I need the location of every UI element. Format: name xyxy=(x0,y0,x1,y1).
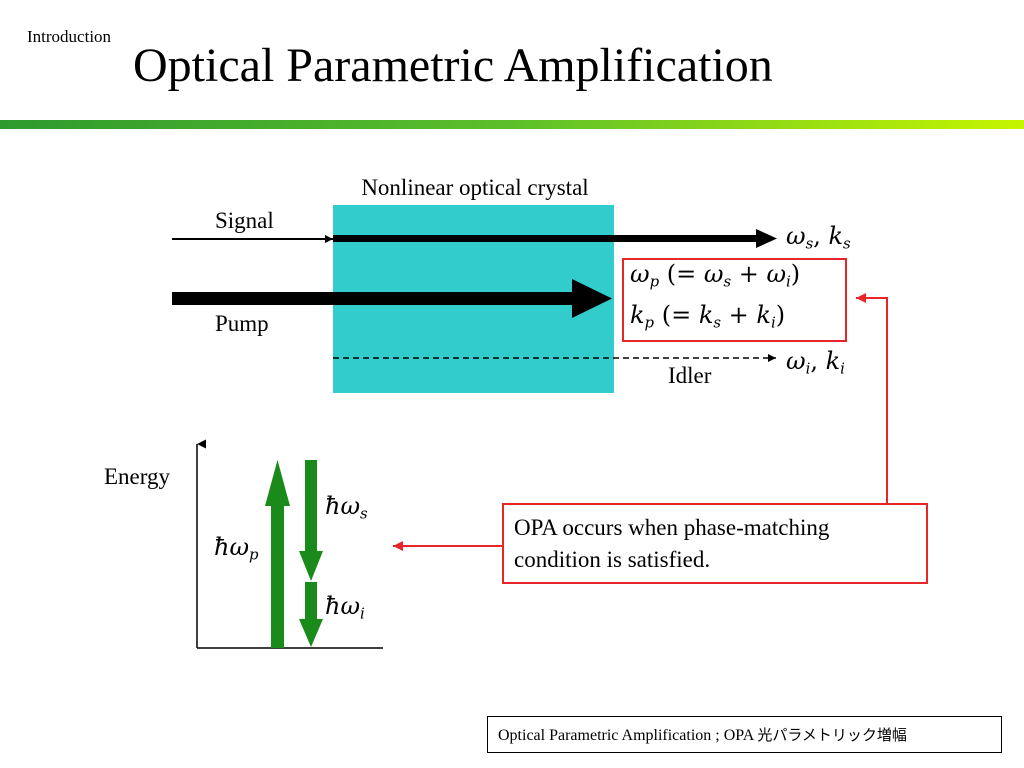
signal-output-arrowhead xyxy=(756,229,777,248)
footer-definition: Optical Parametric Amplification ; OPA 光… xyxy=(487,716,1002,753)
footer-japanese: 光パラメトリック増幅 xyxy=(757,726,907,744)
title-gradient-bar xyxy=(0,120,1024,129)
pump-energy-arrow-shaft xyxy=(271,505,284,648)
energy-axis-label: Energy xyxy=(104,464,171,489)
signal-output-beam xyxy=(333,235,758,242)
footer-text: Optical Parametric Amplification ; OPA xyxy=(498,727,754,744)
pump-energy-arrowhead xyxy=(265,460,290,506)
section-label: Introduction xyxy=(27,27,112,46)
momentum-conservation-equation: kp (= ks + ki) xyxy=(630,301,786,332)
energy-conservation-equation: ωp (= ωs + ωi) xyxy=(630,260,801,291)
idler-output-parameters: ωi, ki xyxy=(786,347,845,378)
signal-label: Signal xyxy=(215,208,274,233)
pump-arrowhead xyxy=(572,279,612,318)
idler-energy-arrow-shaft xyxy=(305,582,317,620)
idler-photon-energy-label: ħωi xyxy=(325,592,365,623)
signal-photon-energy-label: ħωs xyxy=(325,492,368,523)
slide-title: Optical Parametric Amplification xyxy=(133,39,773,92)
phase-match-connector xyxy=(856,293,888,503)
idler-energy-arrowhead xyxy=(299,619,323,647)
crystal-label: Nonlinear optical crystal xyxy=(361,175,588,200)
pump-photon-energy-label: ħωp xyxy=(214,533,259,564)
signal-energy-arrowhead xyxy=(299,551,323,581)
phase-matching-equation-box xyxy=(622,258,847,342)
pump-beam xyxy=(172,292,574,305)
phase-matching-note: OPA occurs when phase-matching condition… xyxy=(502,503,928,584)
signal-energy-arrow-shaft xyxy=(305,460,317,552)
pump-label: Pump xyxy=(215,311,269,336)
idler-label: Idler xyxy=(668,363,712,388)
signal-output-parameters: ωs, ks xyxy=(786,222,851,253)
